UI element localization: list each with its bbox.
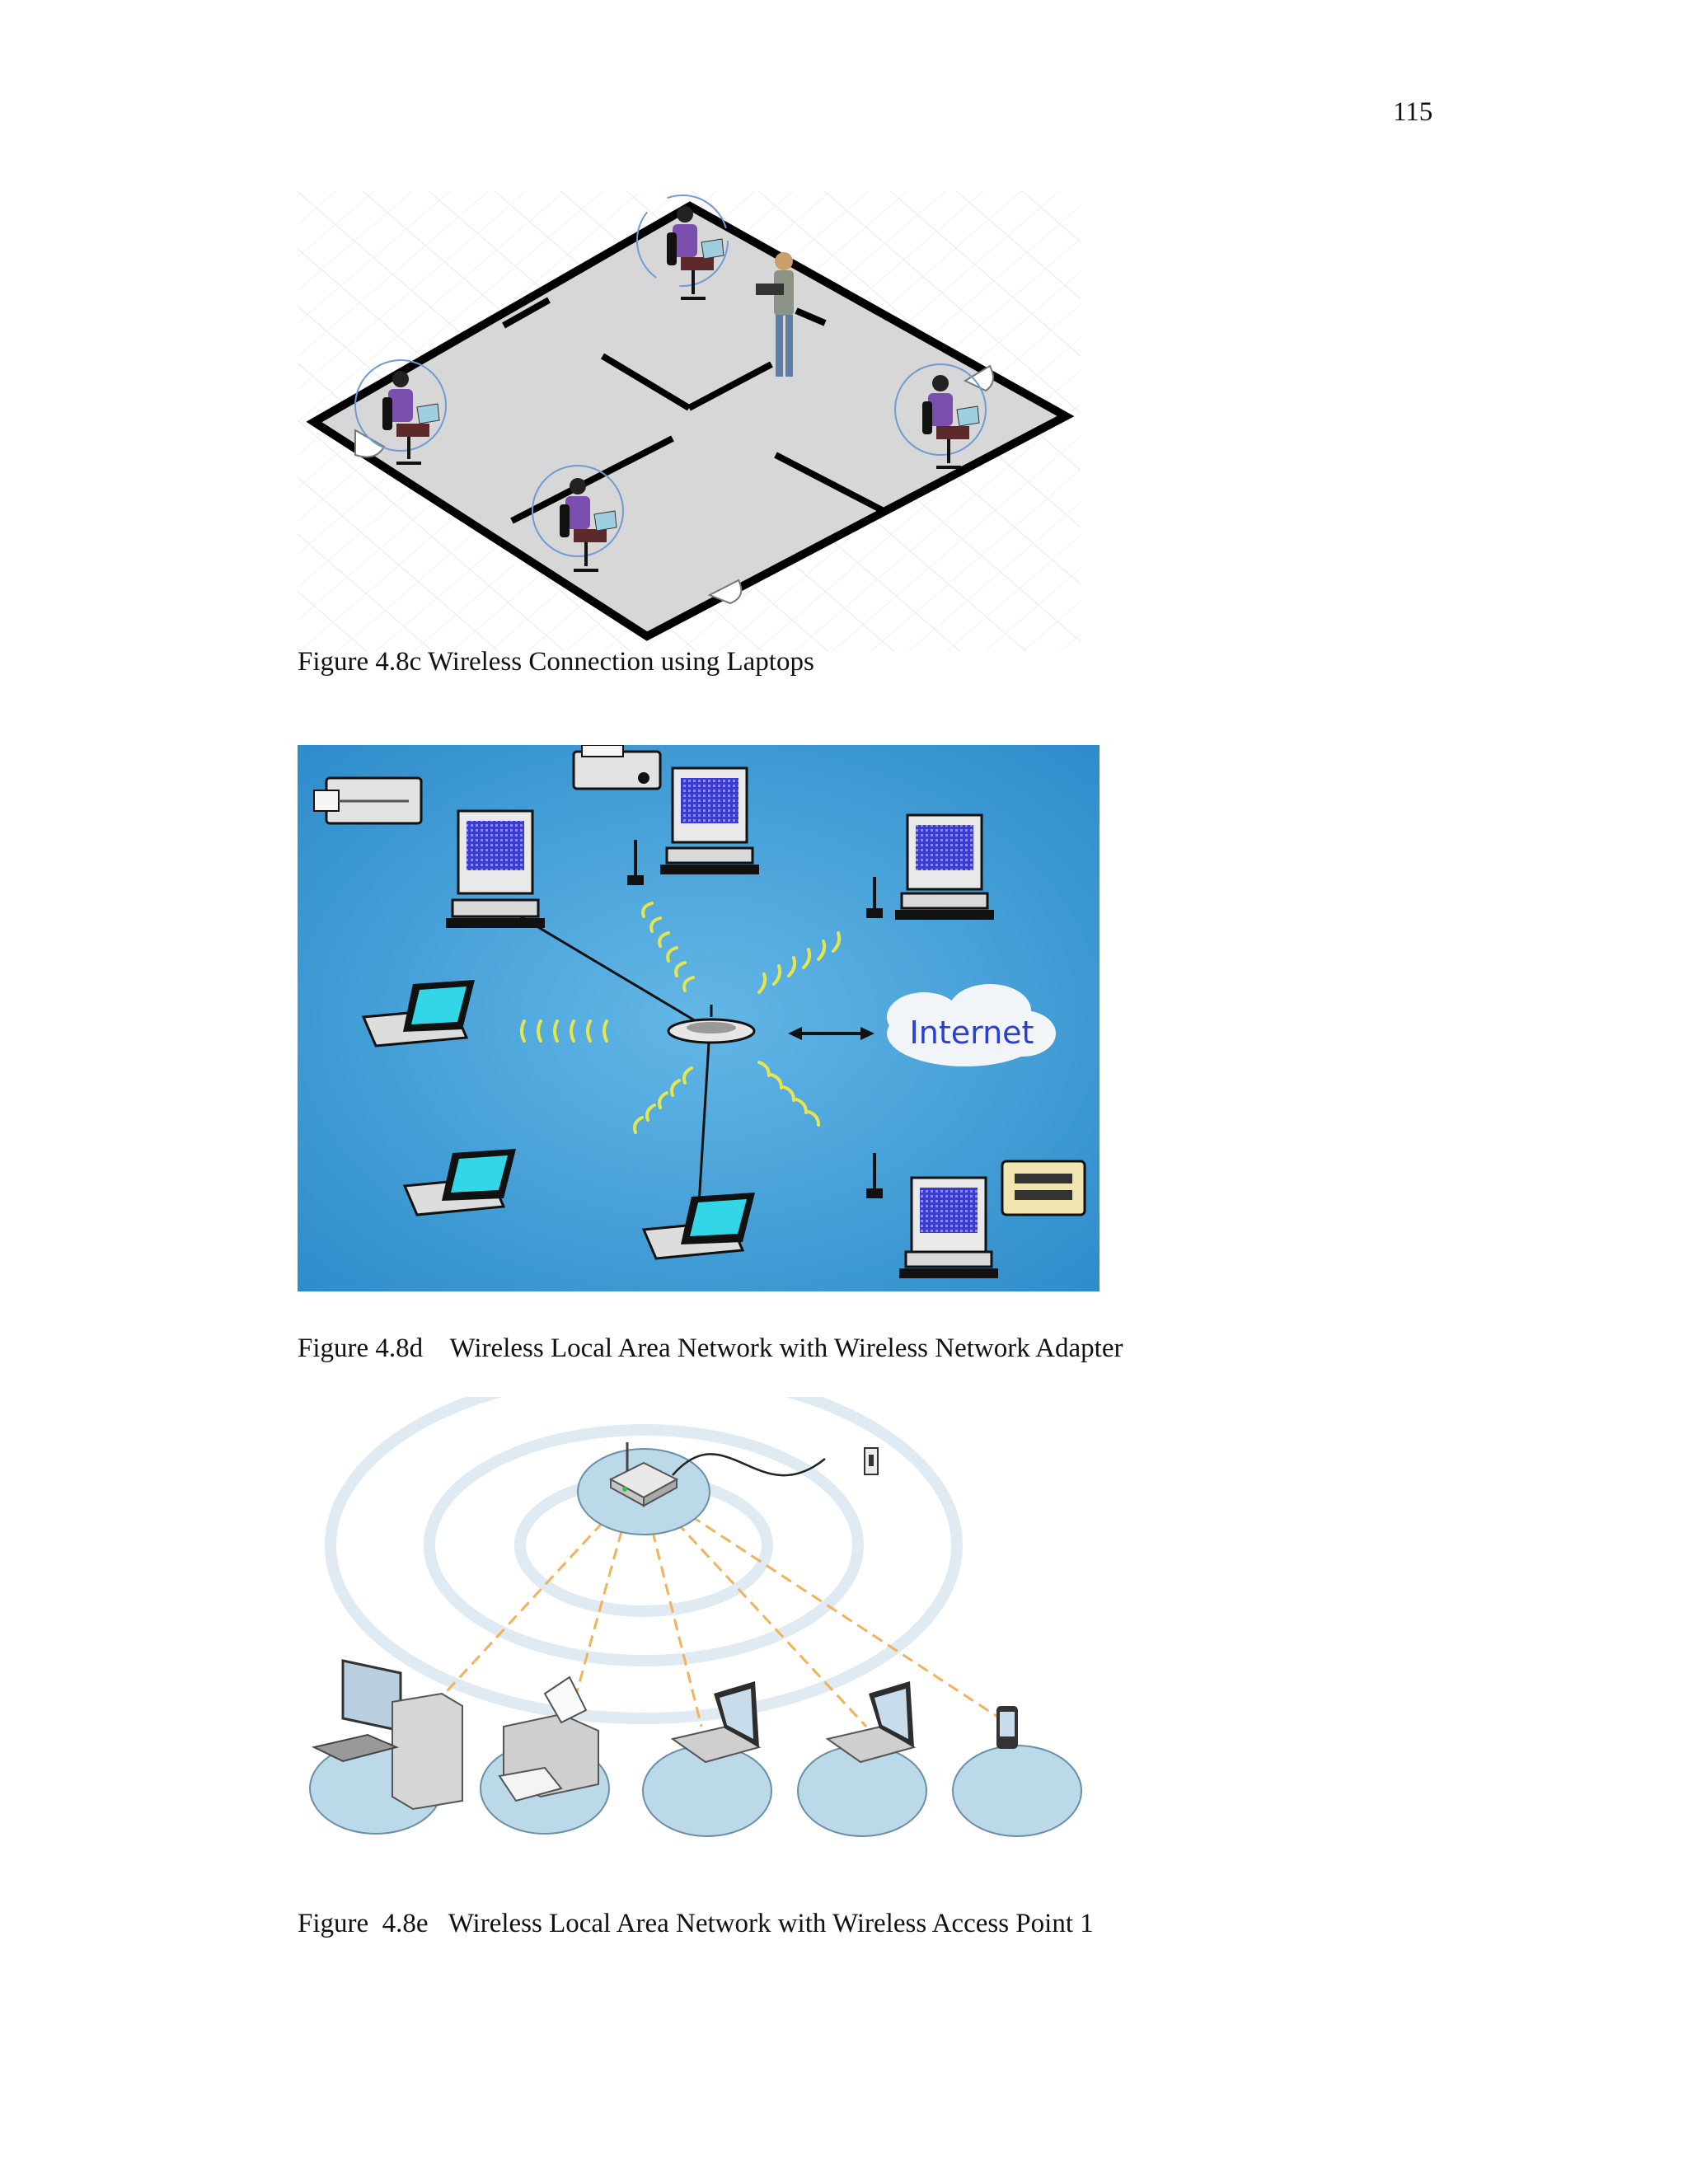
seated-user-3 — [922, 375, 980, 469]
seated-user-2 — [560, 478, 617, 572]
internet-arrow-icon — [788, 1027, 874, 1040]
access-point-icon — [608, 1442, 679, 1507]
wireless-hub-icon — [667, 1005, 756, 1044]
desktop-computer-icon — [312, 1659, 463, 1811]
interior-walls — [502, 297, 889, 524]
desktop-computer-icon — [895, 813, 994, 920]
wireless-arcs — [354, 194, 987, 557]
doors — [354, 364, 994, 605]
laptop-icon — [670, 1681, 762, 1764]
floor-outline — [306, 201, 1075, 641]
standing-user-with-tablet — [756, 252, 794, 377]
figure-caption-4-8c: Figure 4.8c Wireless Connection using La… — [298, 647, 814, 677]
internet-label: Internet — [910, 1015, 1034, 1051]
printer-icon — [572, 745, 662, 790]
printer-icon — [313, 776, 423, 825]
laptop-icon — [641, 1193, 755, 1260]
signal-rings — [325, 1397, 963, 1724]
laptop-icon — [402, 1149, 516, 1216]
seated-user-4 — [667, 206, 724, 300]
printer-icon — [498, 1675, 599, 1802]
figure-wlan-network-adapter: Internet — [298, 745, 1100, 1291]
figure-wireless-laptops-floorplan — [298, 191, 1081, 651]
printer-icon — [1001, 1160, 1086, 1216]
laptop-icon — [361, 980, 475, 1047]
figure-caption-4-8d: Figure 4.8d Wireless Local Area Network … — [298, 1333, 1123, 1363]
figure-caption-4-8e: Figure 4.8e Wireless Local Area Network … — [298, 1909, 1094, 1938]
desktop-computer-icon — [899, 1176, 998, 1278]
figure-wlan-access-point — [298, 1397, 1105, 1850]
laptop-icon — [825, 1681, 917, 1764]
internet-cloud-icon — [887, 984, 1056, 1066]
pda-icon — [996, 1706, 1018, 1749]
desktop-computer-icon — [446, 809, 545, 928]
wall-outlet-icon — [864, 1447, 879, 1475]
seated-user-1 — [382, 371, 440, 465]
radio-waves — [520, 902, 842, 1134]
desktop-computer-icon — [660, 766, 759, 874]
antenna-icon — [627, 840, 883, 1198]
network-cable — [672, 1453, 826, 1477]
page-number: 115 — [1393, 97, 1433, 127]
signal-beams — [428, 1494, 1007, 1728]
